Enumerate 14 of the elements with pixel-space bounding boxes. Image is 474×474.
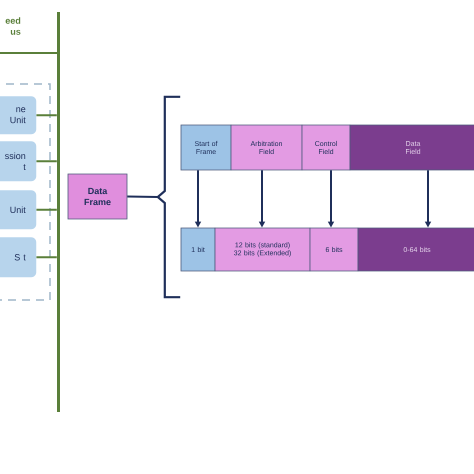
unit-box: Unit [0,190,36,230]
connector-line [36,160,57,162]
unit-box: S t [0,237,36,278]
dashed-group-box [0,83,51,301]
bracket [156,96,180,298]
unit-box: ne Unit [0,96,36,134]
connector-line [127,196,158,198]
bus-label: eed us [6,17,20,35]
bus-line [57,12,60,412]
connector-line [36,208,57,211]
connector-line [36,114,57,116]
frame-box: Data Frame [68,174,128,220]
unit-box: ssion t [0,141,36,182]
connector-line [36,256,57,258]
